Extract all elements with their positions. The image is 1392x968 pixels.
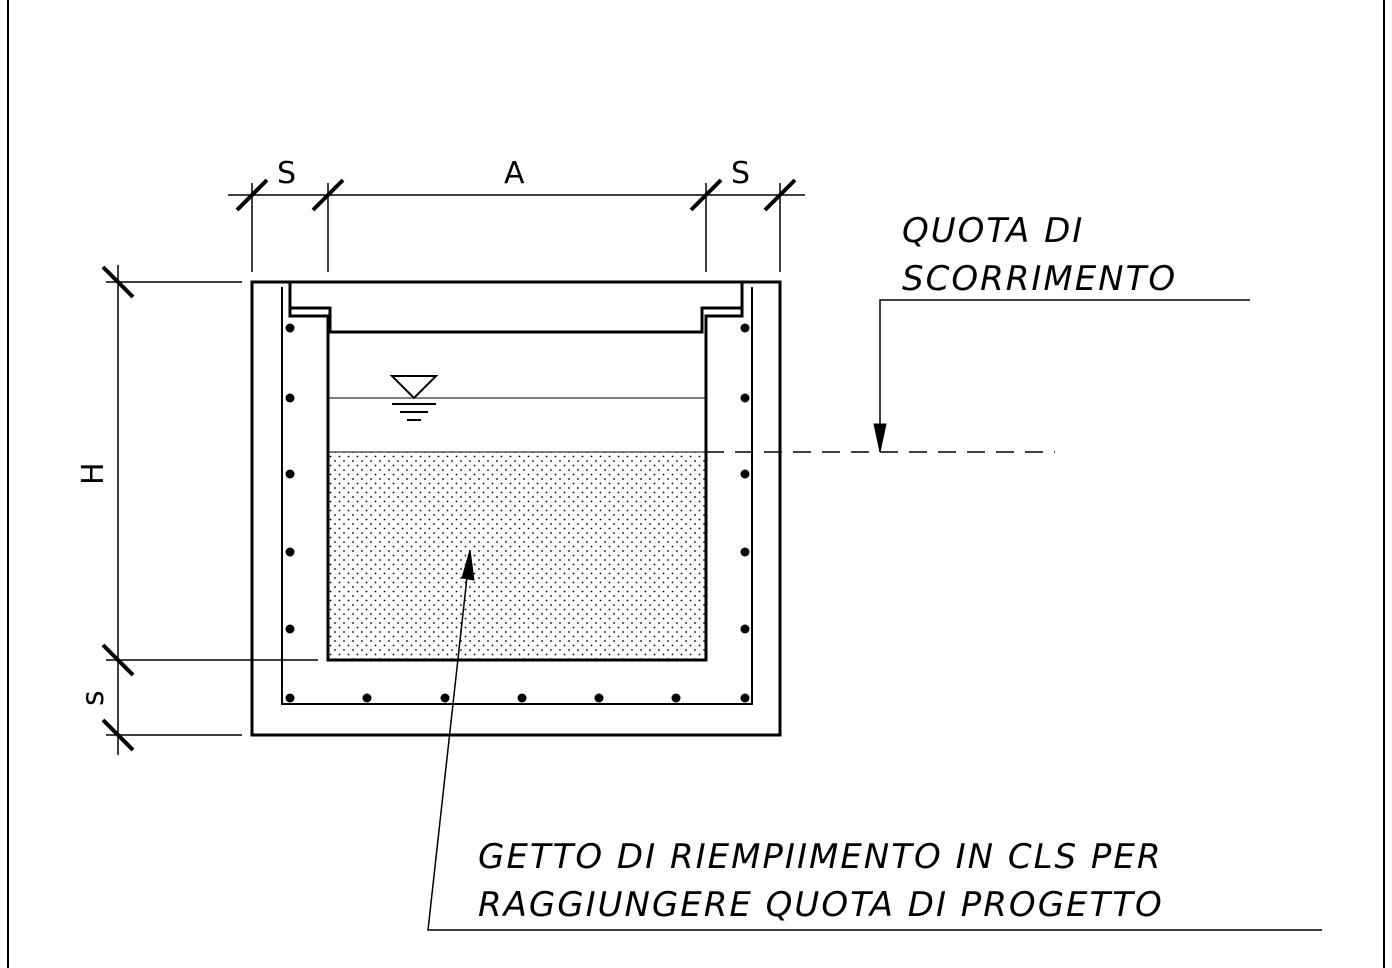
note-fill-line1: GETTO DI RIEMPIIMENTO IN CLS PER (478, 837, 1163, 877)
note-flow-level-line1: QUOTA DI (902, 211, 1084, 251)
concrete-fill-area (328, 452, 706, 660)
dim-label-wall-right: S (731, 156, 750, 191)
note-fill-line2: RAGGIUNGERE QUOTA DI PROGETTO (478, 885, 1164, 925)
fill-note-leader (427, 549, 1322, 931)
sheet-border (7, 0, 1385, 968)
dim-label-wall-left: S (277, 156, 296, 191)
dim-label-width: A (504, 156, 525, 191)
channel-inner-outline (288, 282, 744, 662)
cover-plate (288, 280, 744, 334)
left-dimension (101, 265, 318, 755)
reinforcement-cage (281, 287, 753, 705)
dim-label-height: H (76, 462, 111, 485)
dim-label-base-thickness: s (76, 690, 111, 706)
top-dimension (228, 178, 805, 272)
note-flow-level-line2: SCORRIMENTO (902, 259, 1177, 299)
water-level-triangle-icon (389, 375, 439, 421)
rebar-dots (285, 323, 750, 703)
flow-level-leader (873, 299, 1250, 453)
